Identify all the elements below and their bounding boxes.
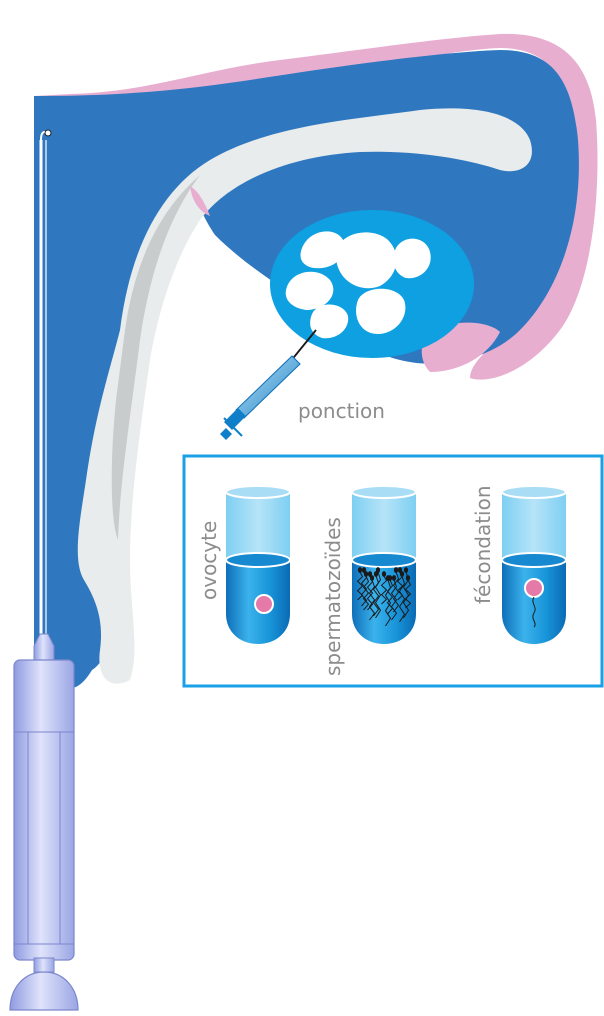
probe-handle [10,972,78,1010]
needle-end [220,428,232,440]
sperm-head [368,572,371,577]
sperm-head [392,576,395,581]
sperm-head [374,572,377,577]
needle-barrel [236,356,300,418]
sperm-head [358,568,361,573]
sperm-head [404,568,407,573]
probe-body [14,660,74,960]
fertilized-egg [525,579,543,597]
lab-box [184,456,602,686]
sperm-head [362,568,365,573]
tube-meniscus [352,553,416,567]
label-fecondation: fécondation [471,485,495,604]
label-ponction: ponction [298,399,385,423]
tube-meniscus [226,553,290,567]
probe-neck [34,958,54,972]
tube-rim [226,486,290,498]
sperm-head [382,572,385,577]
egg-cell [255,595,273,613]
tube-meniscus [502,553,566,567]
puncture-needle [220,330,316,440]
sperm-head [394,568,397,573]
sperm-head [386,576,389,581]
sperm-head [398,568,401,573]
tube-spermatozoides [352,486,416,644]
tube-fecondation [502,486,566,644]
tube-liquid [502,560,566,644]
label-spermatozoides: spermatozoïdes [321,517,345,676]
tube-rim [502,486,566,498]
ovary [270,210,474,358]
probe-tip-dot [45,130,51,136]
tube-ovocyte [226,486,290,644]
label-uterus: utérus [62,67,126,91]
tube-rim [352,486,416,498]
label-ovocyte: ovocyte [197,521,221,600]
